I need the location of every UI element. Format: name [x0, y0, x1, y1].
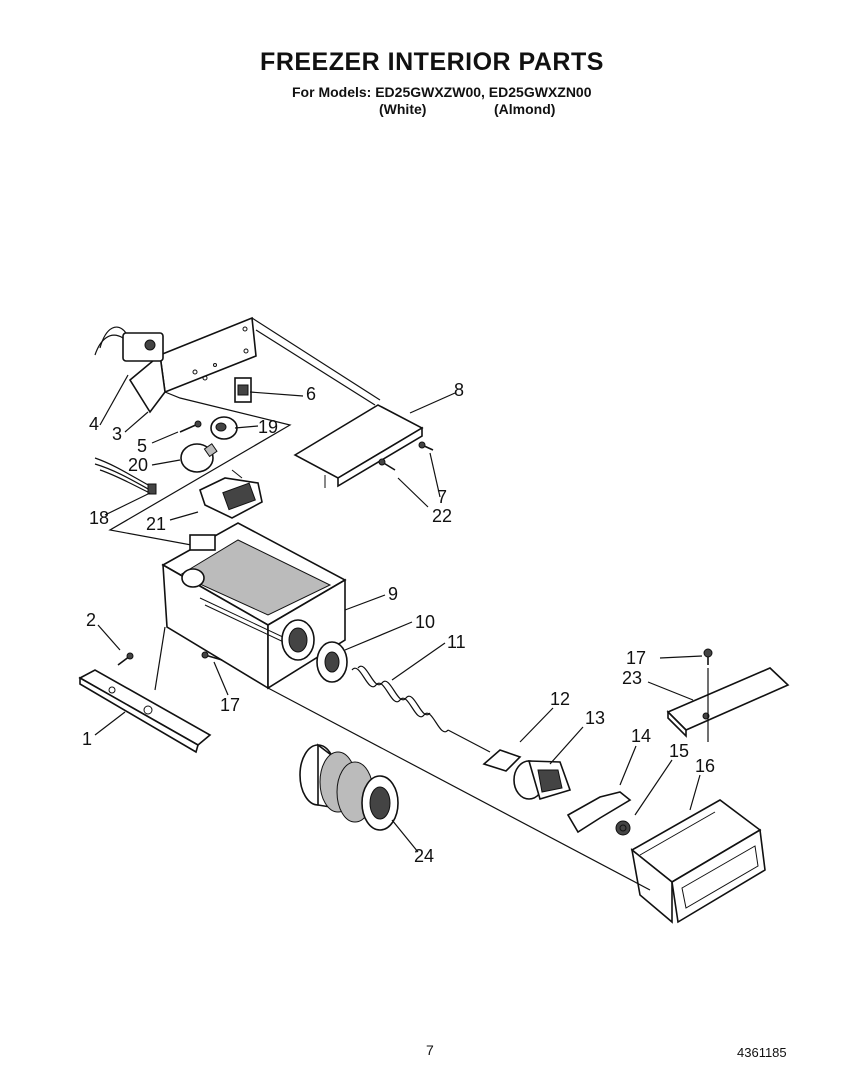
callout-11: 11	[447, 632, 466, 652]
callout-14: 14	[631, 726, 651, 746]
callout-24: 24	[414, 846, 434, 866]
callout-15: 15	[669, 741, 689, 761]
callout-12: 12	[550, 689, 570, 709]
callout-10: 10	[415, 612, 435, 632]
callout-1: 1	[82, 729, 92, 749]
callout-5: 5	[137, 436, 147, 456]
callout-23: 23	[622, 668, 642, 688]
callout-19: 19	[258, 417, 278, 437]
part-10-bearing	[316, 641, 348, 683]
callout-6: 6	[306, 384, 316, 404]
page-number: 7	[426, 1042, 434, 1058]
part-18-wire-harness	[94, 457, 157, 495]
callout-17-lower: 17	[220, 695, 240, 715]
part-2-screw	[117, 652, 134, 666]
part-16-ice-chute	[630, 799, 766, 924]
callout-3: 3	[112, 424, 122, 444]
part-8-cover-plate	[293, 404, 424, 488]
part-19-light-socket	[210, 416, 238, 440]
callout-9: 9	[388, 584, 398, 604]
callout-13: 13	[585, 708, 605, 728]
part-14-bracket	[566, 791, 632, 834]
part-13-ice-crusher	[513, 760, 572, 800]
part-1-support-bracket	[78, 669, 212, 754]
callout-8: 8	[454, 380, 464, 400]
callout-18: 18	[89, 508, 109, 528]
callout-16: 16	[695, 756, 715, 776]
leader-lines	[94, 374, 703, 853]
part-4-motor	[94, 326, 164, 362]
page-title: FREEZER INTERIOR PARTS	[260, 48, 604, 76]
part-11-auger-spring	[351, 665, 491, 753]
callout-17-upper: 17	[626, 648, 646, 668]
variant-white: (White)	[379, 101, 427, 117]
part-5-screw	[179, 420, 202, 433]
part-3-mounting-bracket	[128, 316, 257, 414]
part-12-blade	[482, 749, 522, 772]
callout-20: 20	[128, 455, 148, 475]
part-15-nut	[615, 820, 631, 836]
part-22-screw	[378, 458, 396, 471]
variant-almond: (Almond)	[494, 101, 556, 117]
callout-22: 22	[432, 506, 452, 526]
part-9-ice-bin-housing	[161, 522, 347, 690]
part-24-drum	[299, 743, 399, 831]
callout-2: 2	[86, 610, 96, 630]
part-17-screw-lower	[201, 651, 223, 661]
callout-4: 4	[89, 414, 99, 434]
document-number: 4361185	[737, 1045, 787, 1060]
part-23-shelf-bracket	[666, 667, 790, 738]
callout-21: 21	[146, 514, 166, 534]
part-7-screw	[418, 441, 434, 451]
part-20-light-bulb	[180, 443, 218, 473]
callout-7: 7	[437, 487, 447, 507]
part-6-switch	[234, 377, 252, 403]
models-line: For Models: ED25GWXZW00, ED25GWXZN00	[292, 84, 592, 100]
part-21-light-shield	[199, 469, 263, 519]
part-17-screw-upper	[703, 648, 713, 665]
